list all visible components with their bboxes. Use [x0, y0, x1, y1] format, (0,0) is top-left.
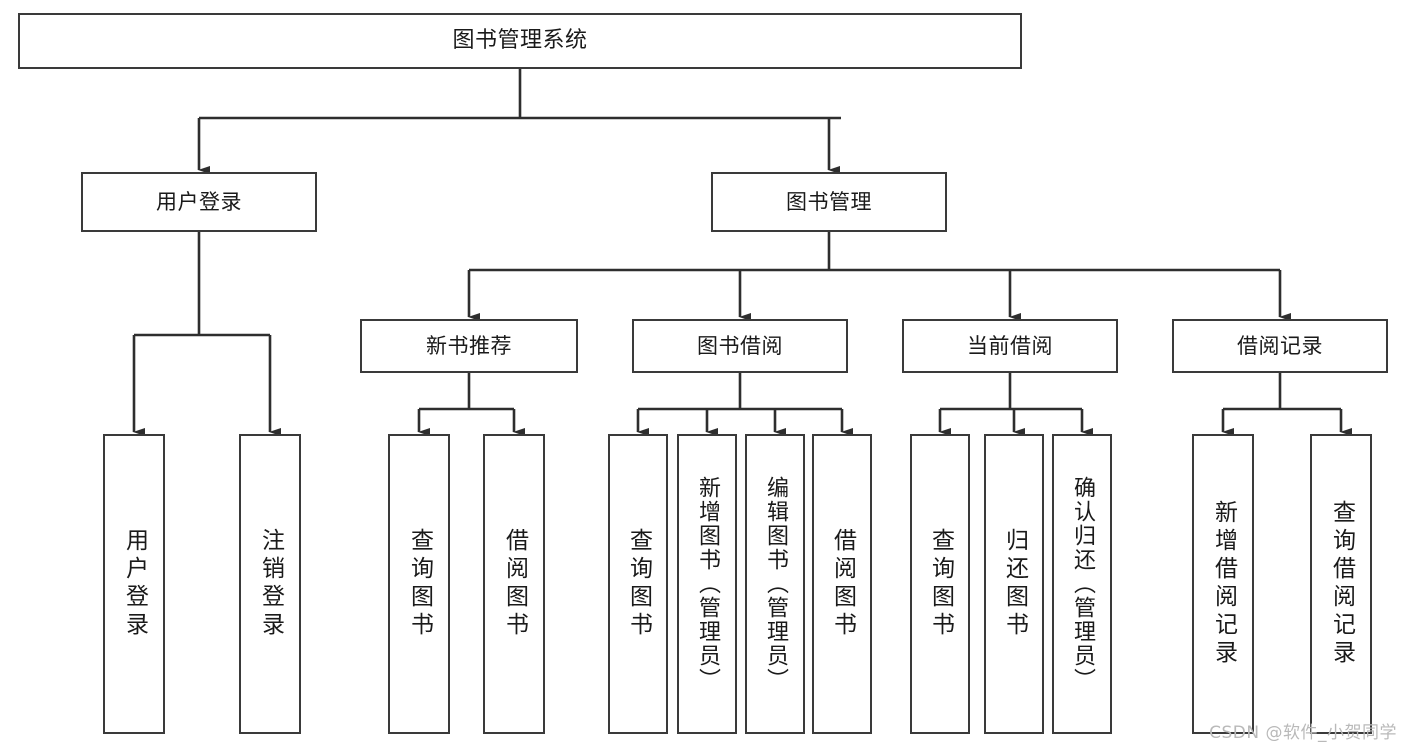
- node-leaf-return-book[interactable]: 归还图书: [984, 434, 1044, 734]
- node-leaf-user-login-label: 用户登录: [121, 528, 148, 640]
- node-book-manage[interactable]: 图书管理: [711, 172, 947, 232]
- node-user-login[interactable]: 用户登录: [81, 172, 317, 232]
- node-leaf-confirm-return-admin-label: 确认归还（管理员）: [1070, 476, 1095, 692]
- node-user-login-label: 用户登录: [156, 189, 242, 214]
- node-leaf-add-book-admin[interactable]: 新增图书（管理员）: [677, 434, 737, 734]
- node-borrow-record-label: 借阅记录: [1237, 333, 1323, 358]
- node-leaf-user-logout-label: 注销登录: [257, 528, 284, 640]
- node-leaf-borrow-book-label: 借阅图书: [829, 528, 856, 640]
- node-leaf-query-borrow-record[interactable]: 查询借阅记录: [1310, 434, 1372, 734]
- node-leaf-confirm-return-admin[interactable]: 确认归还（管理员）: [1052, 434, 1112, 734]
- node-leaf-borrow-book[interactable]: 借阅图书: [812, 434, 872, 734]
- node-root-label: 图书管理系统: [452, 28, 588, 54]
- node-current-borrow-label: 当前借阅: [967, 333, 1053, 358]
- node-new-book-recommend[interactable]: 新书推荐: [360, 319, 578, 373]
- node-book-borrow[interactable]: 图书借阅: [632, 319, 848, 373]
- csdn-watermark: CSDN @软件_小贺同学: [1209, 723, 1397, 743]
- node-borrow-record[interactable]: 借阅记录: [1172, 319, 1388, 373]
- node-leaf-query-borrow-record-label: 查询借阅记录: [1328, 500, 1355, 668]
- node-leaf-borrow-book-rec-label: 借阅图书: [501, 528, 528, 640]
- node-leaf-query-book-borrow[interactable]: 查询图书: [608, 434, 668, 734]
- node-leaf-return-book-label: 归还图书: [1001, 528, 1028, 640]
- node-leaf-query-book-rec-label: 查询图书: [406, 528, 433, 640]
- node-leaf-query-book-cur-label: 查询图书: [927, 528, 954, 640]
- node-book-manage-label: 图书管理: [786, 189, 872, 214]
- node-leaf-edit-book-admin[interactable]: 编辑图书（管理员）: [745, 434, 805, 734]
- node-leaf-edit-book-admin-label: 编辑图书（管理员）: [763, 476, 788, 692]
- node-leaf-query-book-borrow-label: 查询图书: [625, 528, 652, 640]
- node-leaf-add-borrow-record[interactable]: 新增借阅记录: [1192, 434, 1254, 734]
- node-book-borrow-label: 图书借阅: [697, 333, 783, 358]
- node-current-borrow[interactable]: 当前借阅: [902, 319, 1118, 373]
- node-root[interactable]: 图书管理系统: [18, 13, 1022, 69]
- node-leaf-user-login[interactable]: 用户登录: [103, 434, 165, 734]
- node-new-book-recommend-label: 新书推荐: [426, 333, 512, 358]
- node-leaf-borrow-book-rec[interactable]: 借阅图书: [483, 434, 545, 734]
- node-leaf-query-book-cur[interactable]: 查询图书: [910, 434, 970, 734]
- node-leaf-user-logout[interactable]: 注销登录: [239, 434, 301, 734]
- node-leaf-add-book-admin-label: 新增图书（管理员）: [695, 476, 720, 692]
- node-leaf-add-borrow-record-label: 新增借阅记录: [1210, 500, 1237, 668]
- node-leaf-query-book-rec[interactable]: 查询图书: [388, 434, 450, 734]
